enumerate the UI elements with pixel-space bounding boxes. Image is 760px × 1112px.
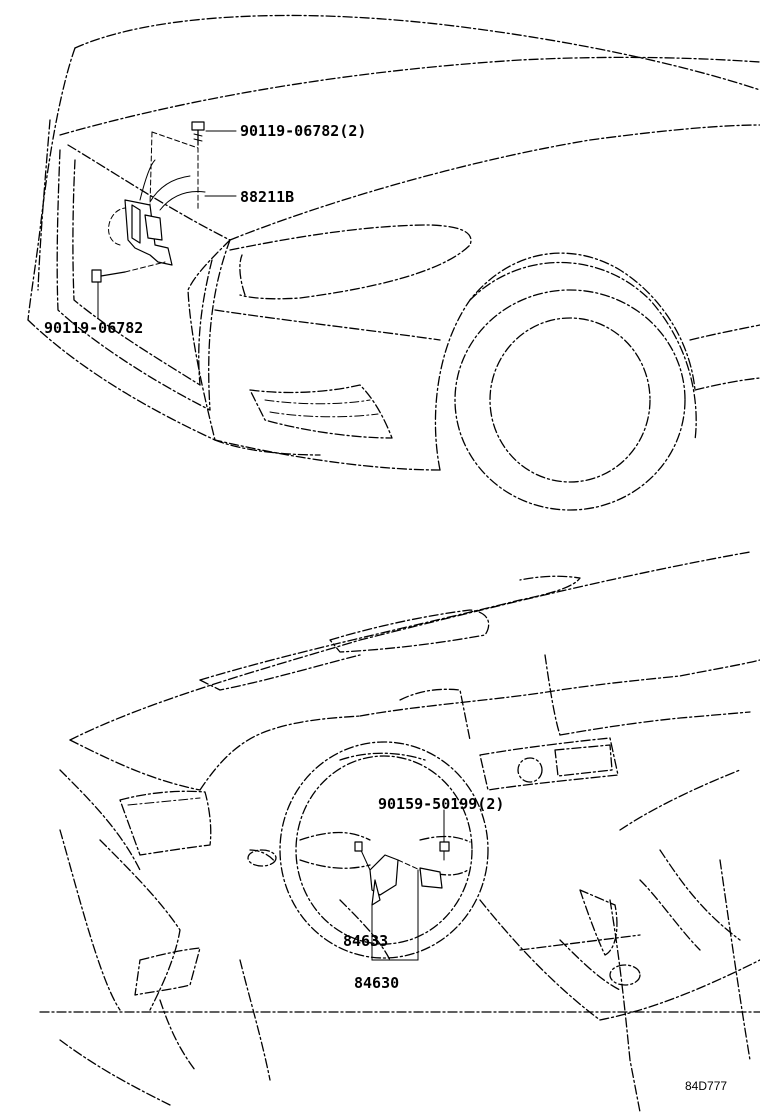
leader-lines-top <box>97 130 237 319</box>
bolt-left-icon[interactable] <box>91 261 166 283</box>
leader-lines-bottom <box>371 809 445 961</box>
screw-icon[interactable] <box>439 841 450 861</box>
steering-switch-part[interactable] <box>354 841 443 906</box>
bolt-top-icon[interactable] <box>191 121 205 146</box>
callout-bolt-top: 90119-06782(2) <box>240 122 366 140</box>
callout-bolt-left: 90119-06782 <box>44 319 143 337</box>
radar-sensor-part[interactable] <box>108 131 206 266</box>
callout-sensor: 88211B <box>240 188 294 206</box>
car-front-illustration <box>27 14 760 511</box>
callout-switch-assembly: 84630 <box>354 974 399 992</box>
steering-wheel-illustration <box>279 741 489 959</box>
dashboard-interior-illustration <box>39 551 760 1112</box>
illustration-code: 84D777 <box>685 1079 727 1093</box>
callout-screw: 90159-50199(2) <box>378 795 504 813</box>
callout-switch: 84633 <box>343 932 388 950</box>
